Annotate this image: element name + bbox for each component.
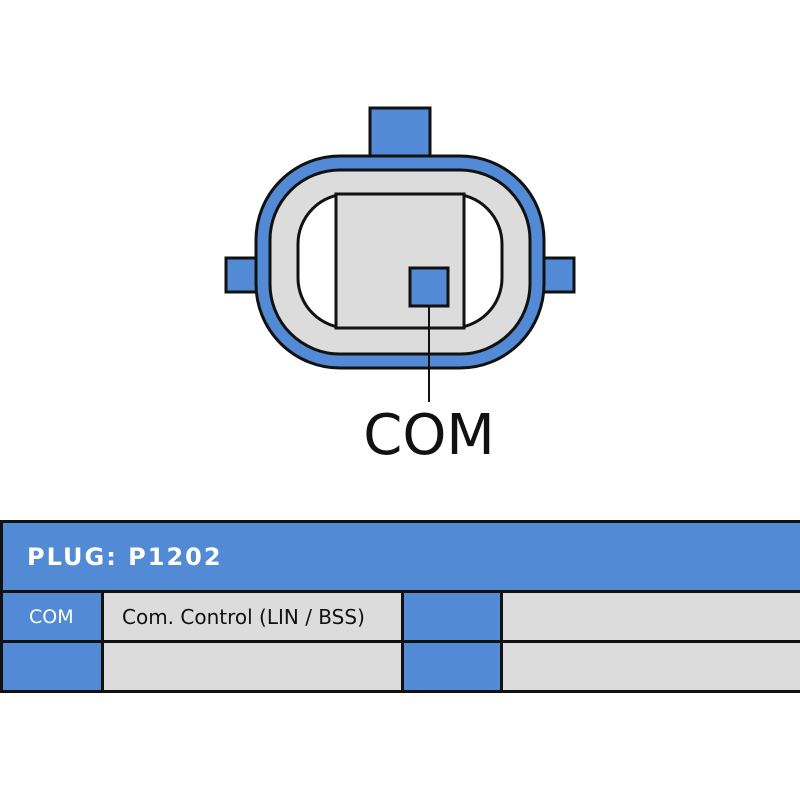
pin-description-cell	[101, 640, 404, 693]
pin-code-cell-2	[401, 590, 503, 643]
com-pin	[408, 266, 450, 308]
pin-code-cell: COM	[0, 590, 104, 643]
pin-code-cell-2	[401, 640, 503, 693]
plug-table: PLUG: P1202 COM Com. Control (LIN / BSS)	[0, 520, 800, 693]
pin-description-cell: Com. Control (LIN / BSS)	[101, 590, 404, 643]
connector-insert	[334, 192, 466, 330]
pin-description-cell-2	[500, 640, 800, 693]
com-pin-label: COM	[363, 403, 495, 468]
plug-title: PLUG: P1202	[0, 520, 800, 593]
table-row: COM Com. Control (LIN / BSS)	[0, 590, 800, 643]
connector-top-tab	[368, 106, 432, 162]
table-row	[0, 640, 800, 693]
pin-description-cell-2	[500, 590, 800, 643]
pin-code-cell	[0, 640, 104, 693]
connector-diagram: COM	[224, 106, 576, 468]
